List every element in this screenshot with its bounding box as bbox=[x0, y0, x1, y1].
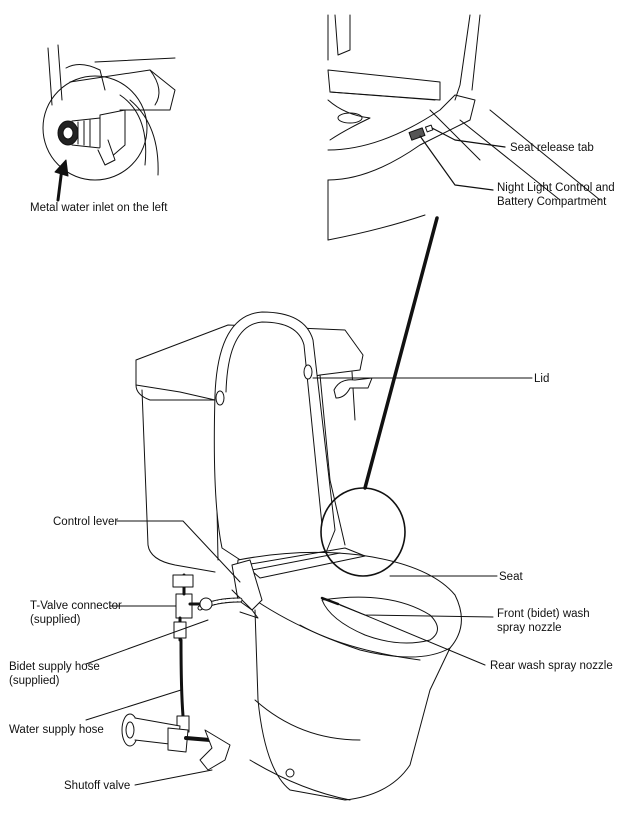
label-front-nozzle-line1: Front (bidet) wash bbox=[497, 608, 590, 620]
label-seat: Seat bbox=[499, 571, 523, 583]
plumbing bbox=[121, 573, 243, 771]
label-night-light-line2: Battery Compartment bbox=[497, 196, 607, 208]
label-control-lever: Control lever bbox=[53, 516, 119, 528]
label-water-supply-hose: Water supply hose bbox=[9, 724, 104, 736]
inlet-detail-inset bbox=[42, 44, 176, 202]
label-front-wash-nozzle: Front (bidet) wash spray nozzle bbox=[497, 607, 590, 635]
toilet-illustration bbox=[135, 311, 462, 801]
label-t-valve-connector: T-Valve connector (supplied) bbox=[30, 599, 122, 627]
label-night-light-control: Night Light Control and Battery Compartm… bbox=[497, 181, 615, 209]
label-bidet-hose-line1: Bidet supply hose bbox=[9, 661, 100, 673]
label-front-nozzle-line2: spray nozzle bbox=[497, 622, 562, 634]
leader-lines bbox=[85, 377, 533, 786]
label-seat-release-tab: Seat release tab bbox=[510, 142, 594, 154]
label-bidet-supply-hose: Bidet supply hose (supplied) bbox=[9, 660, 100, 688]
label-lid: Lid bbox=[534, 373, 550, 385]
label-night-light-line1: Night Light Control and bbox=[497, 182, 615, 194]
detail-connector-line bbox=[363, 216, 439, 490]
shutoff-valve bbox=[121, 713, 231, 771]
label-t-valve-line2: (supplied) bbox=[30, 614, 81, 626]
water-inlet-fitting bbox=[57, 117, 101, 149]
label-metal-water-inlet: Metal water inlet on the left bbox=[30, 202, 168, 214]
label-t-valve-line1: T-Valve connector bbox=[30, 600, 122, 612]
label-bidet-hose-line2: (supplied) bbox=[9, 675, 60, 687]
label-shutoff-valve: Shutoff valve bbox=[64, 780, 131, 792]
seat-detail-inset bbox=[327, 14, 601, 241]
label-rear-wash-nozzle: Rear wash spray nozzle bbox=[490, 660, 613, 672]
